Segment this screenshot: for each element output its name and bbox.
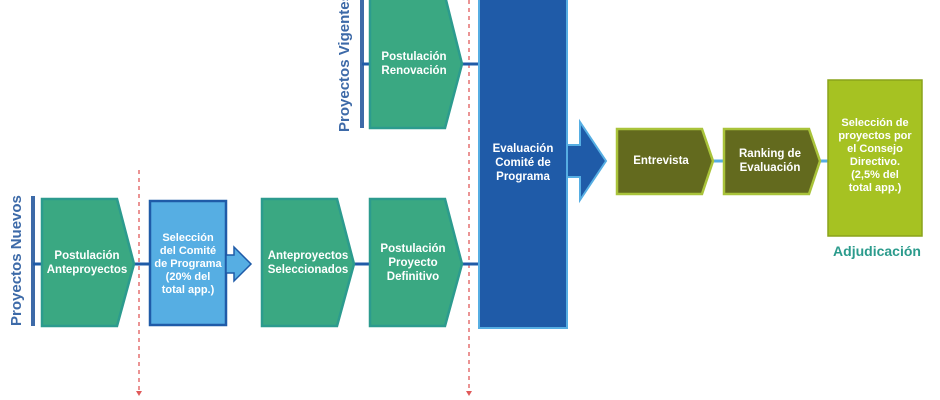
ranking-label: Ranking de Evaluación [739,148,801,174]
postulacion-anteproyectos-label: Postulación Anteproyectos [46,250,128,276]
adjudicacion-label: Adjudicación [833,243,921,259]
anteproyectos-seleccionados-label: Anteproyectos Seleccionados [267,250,349,276]
seleccion-comite-label: Selección del Comité de Programa (20% de… [154,231,222,296]
milestone-arrow-2 [466,391,472,396]
node-postulacion-definitivo-shape [368,197,464,328]
evaluation-output-arrow [566,118,608,204]
seleccion-output-arrow [225,245,253,283]
node-postulacion-renovacion-shape [368,0,464,130]
node-ranking-shape [722,127,822,196]
node-seleccion-consejo-shape [827,79,923,237]
evaluacion-comite-label: Evaluación Comité de Programa [492,143,554,183]
postulacion-renovacion-label: Postulación Renovación [381,51,447,77]
node-anteproyectos-seleccionados-shape [260,197,356,328]
node-entrevista-shape [615,127,715,196]
seleccion-consejo-label: Selección de proyectos por el Consejo Di… [838,117,912,194]
postulacion-definitivo-label: Postulación Proyecto Definitivo [380,243,446,283]
entrevista-label: Entrevista [633,155,689,167]
lane-label-vigentes: Proyectos Vigentes [336,0,353,132]
lane-label-nuevos: Proyectos Nuevos [8,195,25,326]
milestone-arrow-1 [136,391,142,396]
node-postulacion-anteproyectos-shape [40,197,136,328]
node-seleccion-comite-shape [148,199,228,327]
node-evaluacion-comite-shape [478,0,568,329]
